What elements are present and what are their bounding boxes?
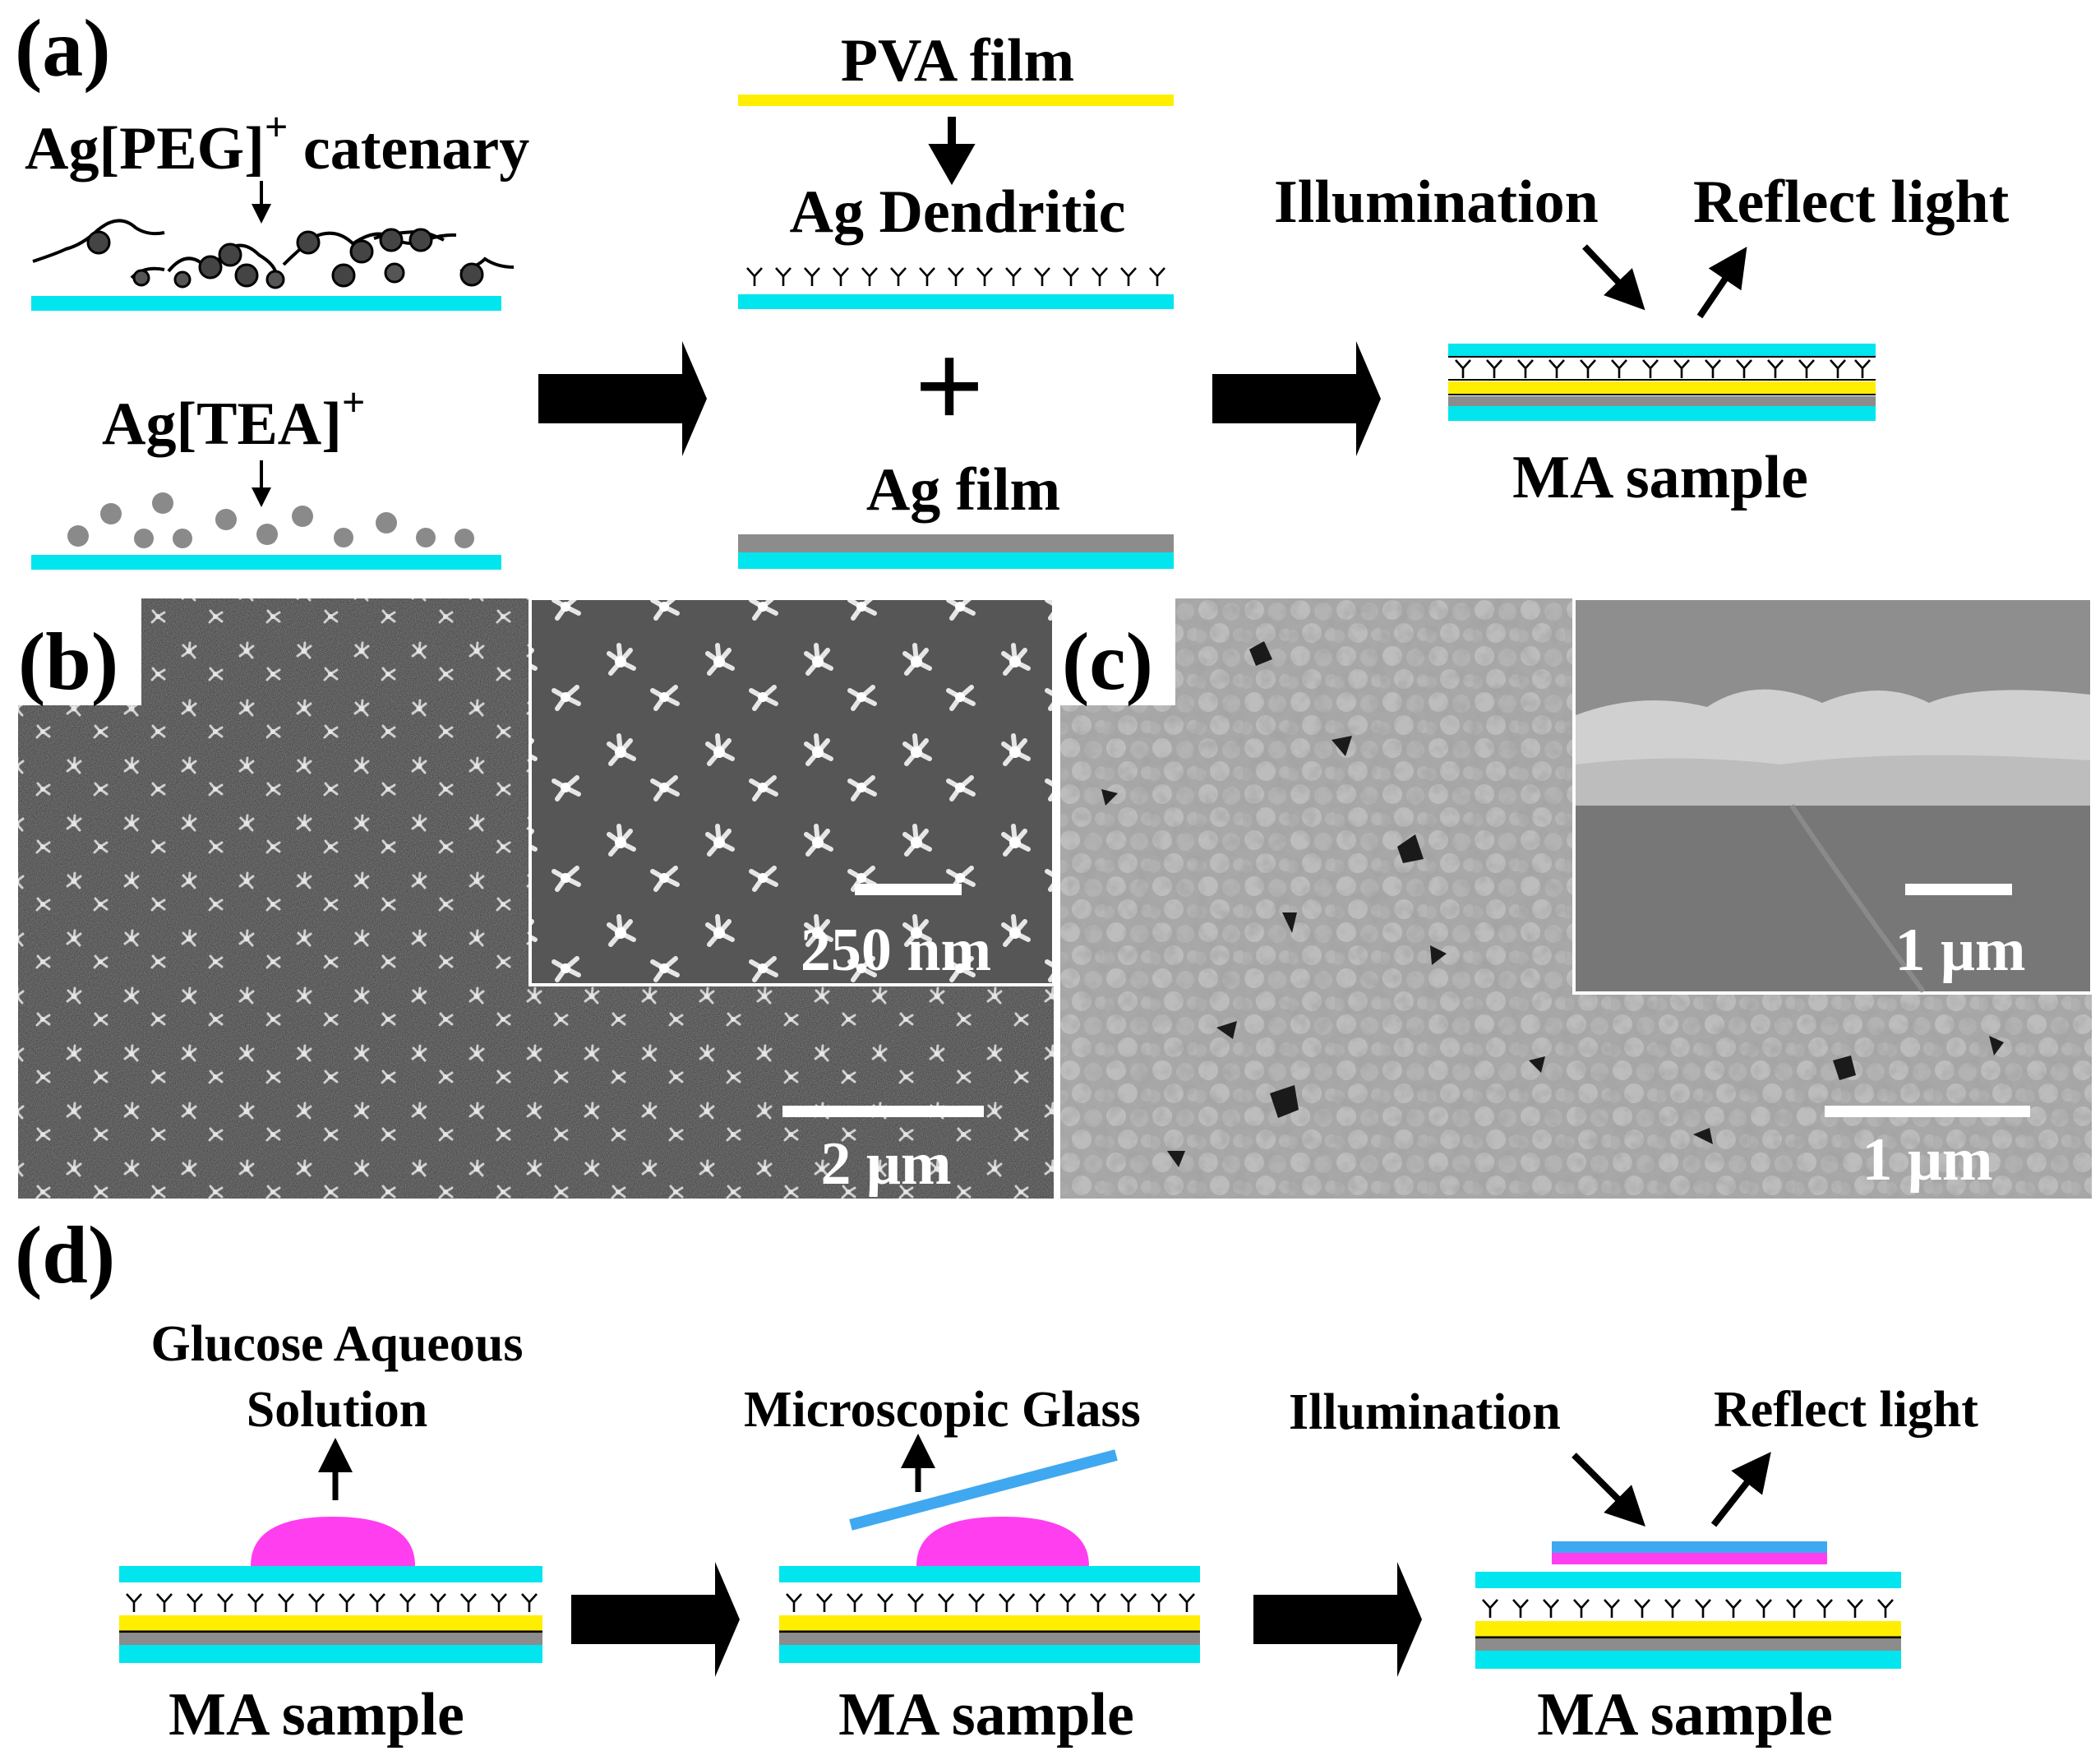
microscopic-glass-label: Microscopic Glass (744, 1382, 1141, 1438)
ag-film-label: Ag film (866, 456, 1060, 524)
ag-peg-label: Ag[PEG]+ catenary (25, 104, 529, 182)
tea-particles (67, 492, 474, 548)
ma-sample-label: MA sample (1512, 444, 1808, 511)
ma-sample-stack (1448, 344, 1876, 421)
panel-label-d: (d) (15, 1209, 115, 1300)
block-arrow-right-icon (1253, 1562, 1422, 1677)
ma-sample-stack-d2 (779, 1566, 1200, 1663)
glucose-label-line1: Glucose Aqueous (150, 1316, 523, 1372)
illumination-arrow-icon (1572, 1453, 1645, 1527)
glucose-drop-2 (916, 1517, 1089, 1566)
ag-film-bar (738, 534, 1174, 552)
scale-bar-inset-c (1905, 884, 2012, 895)
panel-label-b: (b) (18, 616, 118, 707)
scale-bar-inset-b (855, 884, 962, 895)
sem-inset-b (528, 597, 1055, 986)
reflect-arrow-icon (1710, 1452, 1771, 1527)
dendrite-glyph-row (745, 266, 1166, 288)
pva-film-label: PVA film (841, 27, 1074, 95)
scale-bar-c (1825, 1106, 2030, 1117)
ma-sample-stack-d1 (119, 1566, 542, 1663)
arrow-down-icon (928, 117, 976, 186)
reflect-light-label: Reflect light (1693, 169, 2010, 236)
panel-label-a: (a) (15, 2, 111, 94)
reflect-light-label-d: Reflect light (1714, 1382, 1978, 1438)
scale-bar-b (782, 1106, 984, 1117)
scale-label-inset-b: 250 nm (801, 917, 991, 984)
ma-sample-stack-d3 (1475, 1572, 1901, 1669)
ma-sample-label-d1: MA sample (168, 1681, 464, 1748)
substrate-ag-film (738, 552, 1174, 569)
scale-label-c: 1 μm (1862, 1126, 1992, 1194)
glass-layer (1552, 1541, 1827, 1553)
scale-label-b: 2 μm (820, 1130, 951, 1198)
block-arrow-right-icon (1212, 341, 1381, 456)
panel-c: (c) 1 μm 1 μm (1060, 597, 2093, 1199)
scale-label-inset-c: 1 μm (1895, 917, 2025, 984)
pva-film-bar (738, 95, 1174, 106)
illumination-label-d: Illumination (1289, 1384, 1561, 1440)
panel-d: (d) Glucose Aqueous Solution MA sample M… (15, 1209, 1978, 1748)
reflect-arrow-icon (1696, 247, 1747, 319)
block-arrow-right-icon (571, 1562, 740, 1677)
substrate-dendritic (738, 294, 1174, 309)
sem-inset-c (1572, 597, 2093, 995)
peg-catenary-chains (32, 219, 515, 289)
substrate-tea (31, 555, 501, 570)
glucose-drop (251, 1517, 415, 1566)
panel-a: (a) Ag[PEG]+ catenary Ag[TEA]+ (15, 2, 2010, 570)
microscopic-glass-bar (849, 1449, 1118, 1531)
glucose-label-line2: Solution (247, 1382, 428, 1438)
ma-sample-label-d3: MA sample (1537, 1681, 1833, 1748)
glucose-layer (1552, 1553, 1827, 1564)
panel-label-c: (c) (1062, 616, 1153, 707)
illumination-arrow-icon (1582, 244, 1645, 311)
block-arrow-right-icon (538, 341, 707, 456)
ma-sample-label-d2: MA sample (838, 1681, 1134, 1748)
sem-pores (1101, 641, 2004, 1167)
plus-sign: + (914, 318, 984, 455)
substrate-peg (31, 296, 501, 311)
ag-dendritic-label: Ag Dendritic (790, 178, 1126, 246)
panel-b: (b) 250 nm 2 μm (18, 597, 1055, 1199)
ag-tea-label: Ag[TEA]+ (102, 379, 365, 458)
illumination-label: Illumination (1274, 169, 1599, 236)
